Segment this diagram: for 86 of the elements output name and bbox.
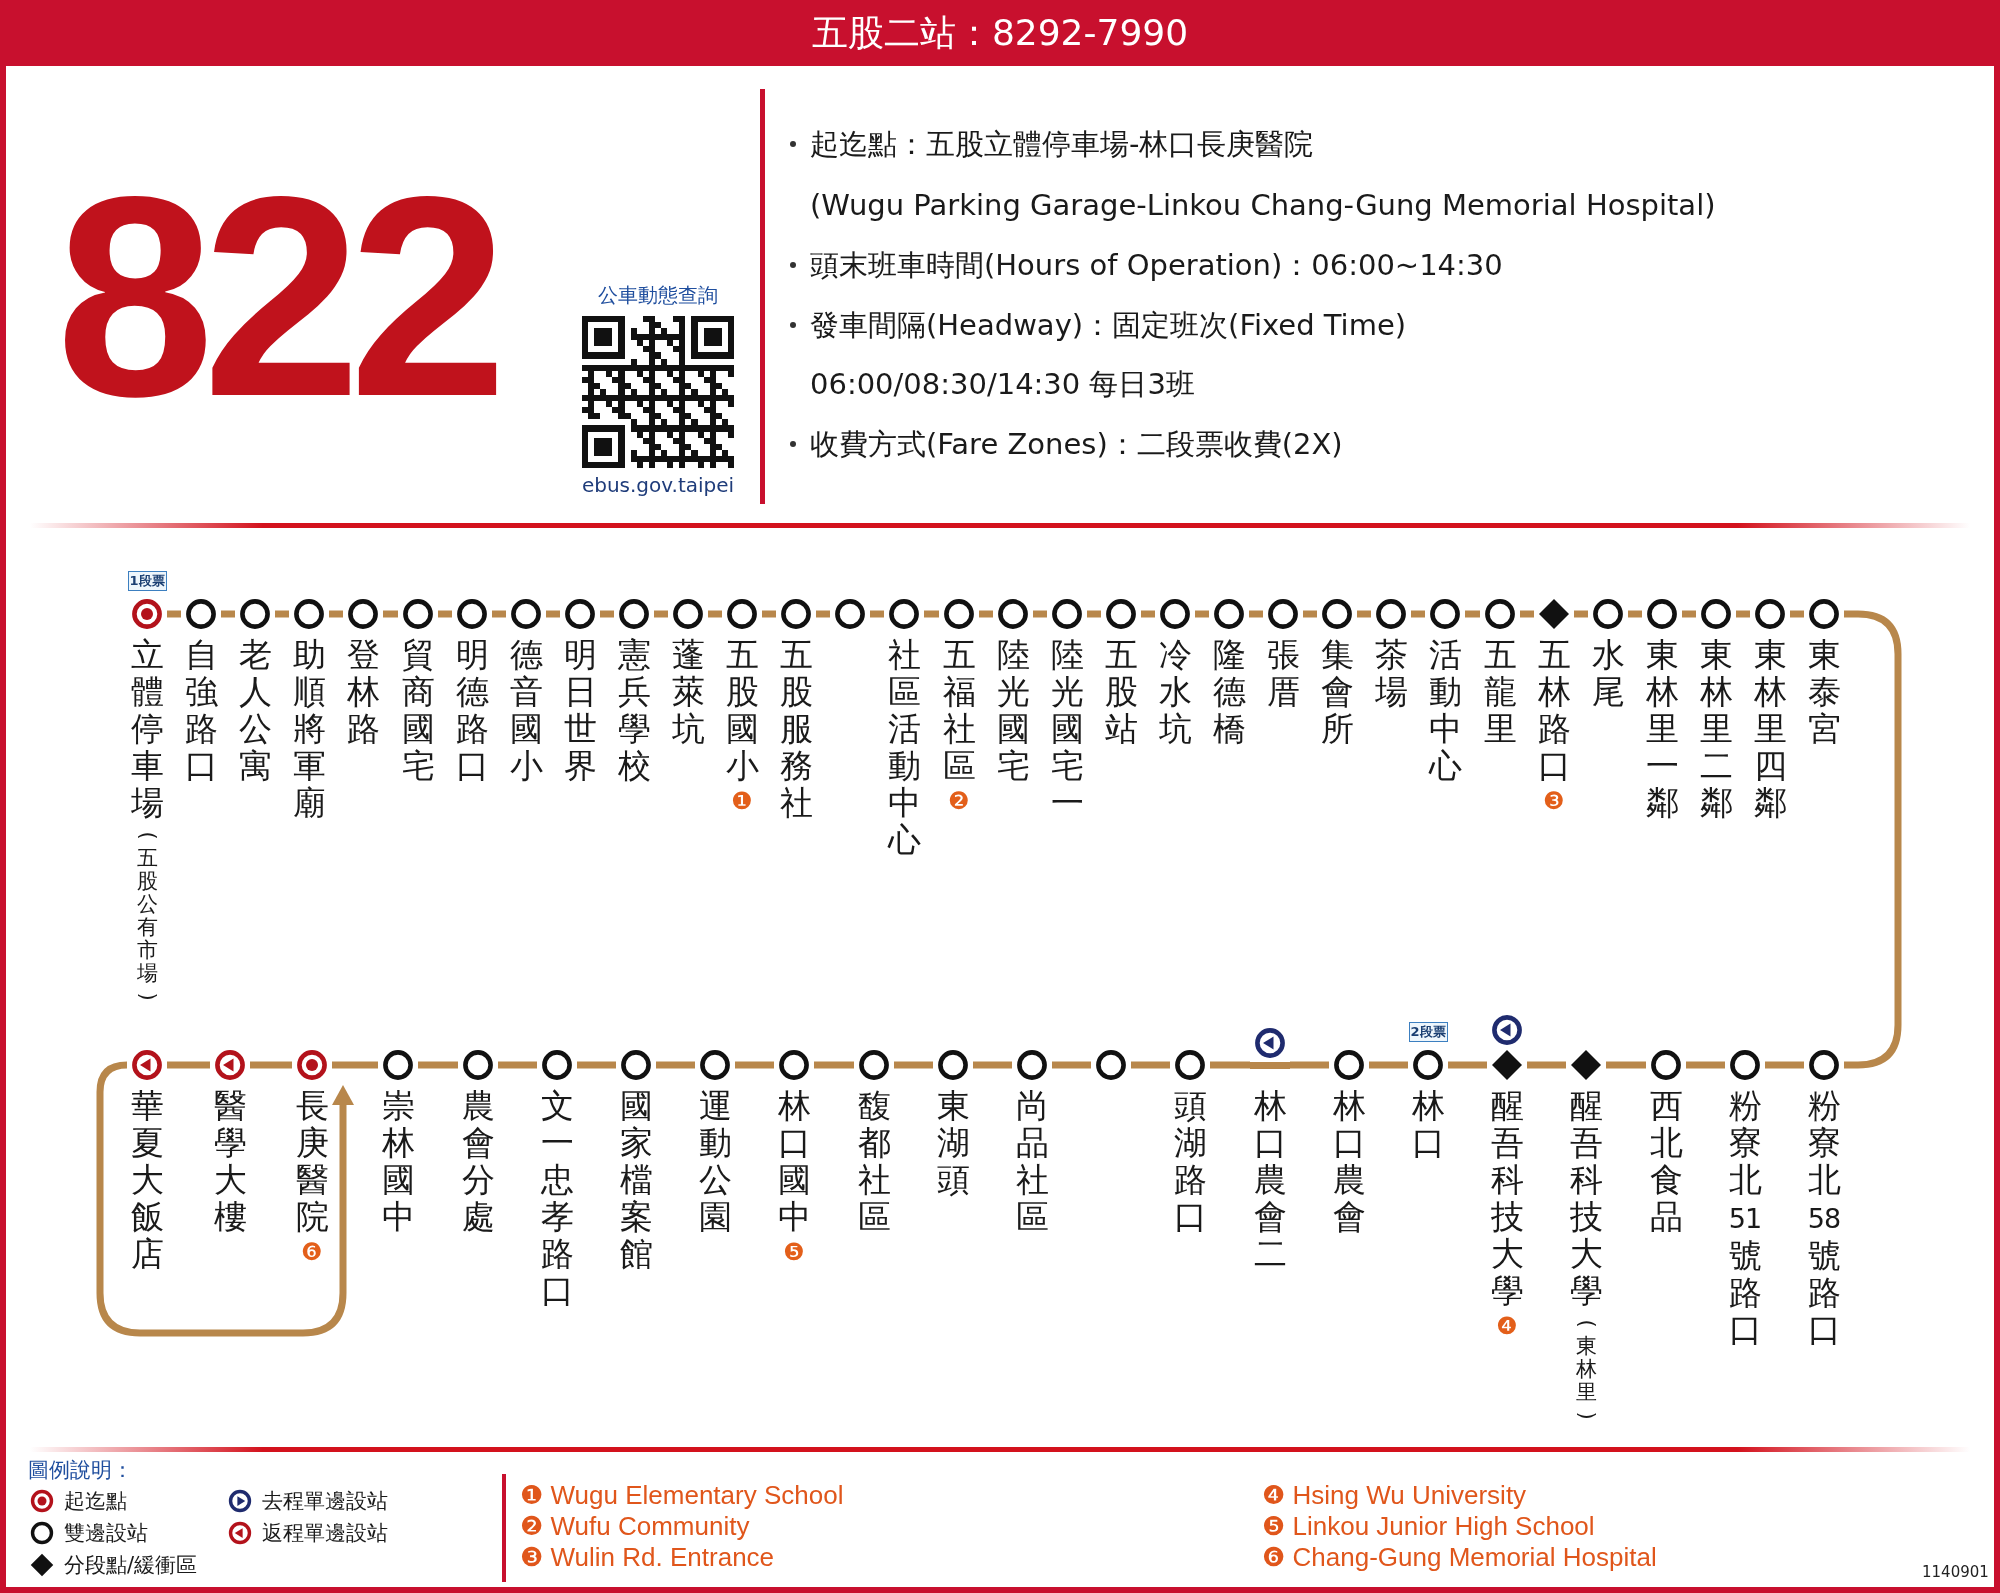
stop-name: 明德路口: [454, 636, 490, 784]
stop-name: 粉寮北51號路口: [1727, 1087, 1763, 1348]
stop-name: 德音國小: [508, 636, 544, 784]
stop-name: 馥都社區: [856, 1087, 892, 1235]
note-text: ❹ Hsing Wu University: [1262, 1480, 1527, 1510]
legend-text: 雙邊設站: [64, 1520, 148, 1546]
legend-text: 分段點/緩衝區: [64, 1552, 198, 1578]
stop-name: 五林路口: [1536, 636, 1572, 784]
route-number: 822: [56, 154, 496, 439]
stop-name: 活動中心: [1427, 636, 1463, 784]
note-text: ❶ Wugu Elementary School: [520, 1480, 844, 1510]
stop-name: 五龍里: [1482, 636, 1518, 747]
stop-name: 蓬萊坑: [670, 636, 706, 747]
stop-name: 貿商國宅: [400, 636, 436, 784]
stop-name: 登林路: [345, 636, 381, 747]
note-text: ❸ Wulin Rd. Entrance: [520, 1542, 775, 1572]
callout-number: ❺: [783, 1239, 805, 1265]
stop-name: 粉寮北58號路口: [1806, 1087, 1842, 1348]
stop-name: 水尾: [1590, 636, 1626, 710]
callout-number: ❸: [1543, 788, 1565, 814]
note-text: ❻ Chang-Gung Memorial Hospital: [1262, 1542, 1657, 1572]
stop-name: 文一忠孝路口: [539, 1087, 575, 1309]
stop-name: 自強路口: [183, 636, 219, 784]
stop-name: 五福社區: [941, 636, 977, 784]
stop-name: 陸光國宅一: [1049, 636, 1085, 821]
stop-name: 林口農會: [1331, 1087, 1367, 1235]
stop-name: 東泰宮: [1806, 636, 1842, 747]
stop-name: 林口農會二: [1252, 1087, 1288, 1272]
stop-name: 五股站: [1103, 636, 1139, 747]
stop-name: 尚品社區: [1014, 1087, 1050, 1235]
stop-name: 農會分處: [460, 1087, 496, 1235]
stop-name: 陸光國宅: [995, 636, 1031, 784]
legend-title: 圖例說明：: [28, 1457, 133, 1483]
stop-name: 老人公寓: [237, 636, 273, 784]
stop-name: 林口國中: [776, 1087, 812, 1235]
stop-name: 東林里四鄰: [1752, 636, 1788, 821]
stop-name: 隆德橋: [1211, 636, 1247, 747]
legend-text: 起迄點: [64, 1488, 127, 1514]
stop-name: 東湖頭: [935, 1087, 971, 1198]
callout-number: ❹: [1496, 1313, 1518, 1339]
stop-name: 國家檔案館: [618, 1087, 654, 1272]
stop-name: 西北食品: [1648, 1087, 1684, 1235]
caption-text: 公車動態查詢: [598, 283, 718, 307]
stop-name: 冷水坑: [1157, 636, 1193, 747]
route-arrow: [96, 1061, 354, 1337]
info-text: 發車間隔(Headway)：固定班次(Fixed Time): [810, 307, 1407, 343]
stop-name: 東林里二鄰: [1698, 636, 1734, 821]
legend-text: 去程單邊設站: [262, 1488, 388, 1514]
callout-number: ❻: [301, 1239, 323, 1265]
stop-name: 明日世界: [562, 636, 598, 784]
info-text: 頭末班車時間(Hours of Operation)：06:00~14:30: [810, 247, 1503, 283]
stop-name: 華夏大飯店: [129, 1087, 165, 1272]
note-text: ❺ Linkou Junior High School: [1262, 1511, 1595, 1541]
stop-name: 崇林國中: [380, 1087, 416, 1235]
stop-name: 五股服務社: [778, 636, 814, 821]
stop-name: 五股國小: [724, 636, 760, 784]
stop-name: 助順將軍廟: [291, 636, 327, 821]
info-text: 收費方式(Fare Zones)：二段票收費(2X): [810, 426, 1343, 462]
callout-number: ❷: [948, 788, 970, 814]
stop-note: (五股公有市場): [134, 830, 160, 1003]
version-code: 1140901: [1922, 1563, 1989, 1581]
info-text: 起迄點：五股立體停車場-林口長庚醫院: [810, 126, 1314, 162]
legend-text: 返程單邊設站: [262, 1520, 388, 1546]
stop-name: 醫學大樓: [212, 1087, 248, 1235]
stop-name: 林口: [1410, 1087, 1446, 1161]
header-text: 五股二站：8292-7990: [811, 11, 1189, 55]
info-text: 06:00/08:30/14:30 每日3班: [810, 366, 1195, 402]
stop-name: 頭湖路口: [1172, 1087, 1208, 1235]
stop-name: 長庚醫院: [294, 1087, 330, 1235]
stop-name: 醒吾科技大學: [1568, 1087, 1604, 1309]
fare-zone-tag: 2段票: [1408, 1022, 1448, 1042]
stop-name: 東林里一鄰: [1644, 636, 1680, 821]
stop-name: 立體停車場: [129, 636, 165, 821]
web-address: ebus.gov.taipei: [581, 473, 735, 497]
stop-name: 茶場: [1373, 636, 1409, 710]
stop-name: 運動公園: [697, 1087, 733, 1235]
stop-name: 社區活動中心: [886, 636, 922, 858]
fare-zone-tag: 1段票: [127, 571, 167, 591]
stop-name: 醒吾科技大學: [1489, 1087, 1525, 1309]
stop-note: (東林里): [1573, 1318, 1599, 1422]
stop-name: 憲兵學校: [616, 636, 652, 784]
callout-number: ❶: [731, 788, 753, 814]
stop-name: 集會所: [1319, 636, 1355, 747]
note-text: ❷ Wufu Community: [520, 1511, 750, 1541]
info-text: (Wugu Parking Garage-Linkou Chang-Gung Memorial Hospital): [810, 187, 1716, 223]
stop-name: 張厝: [1265, 636, 1301, 710]
